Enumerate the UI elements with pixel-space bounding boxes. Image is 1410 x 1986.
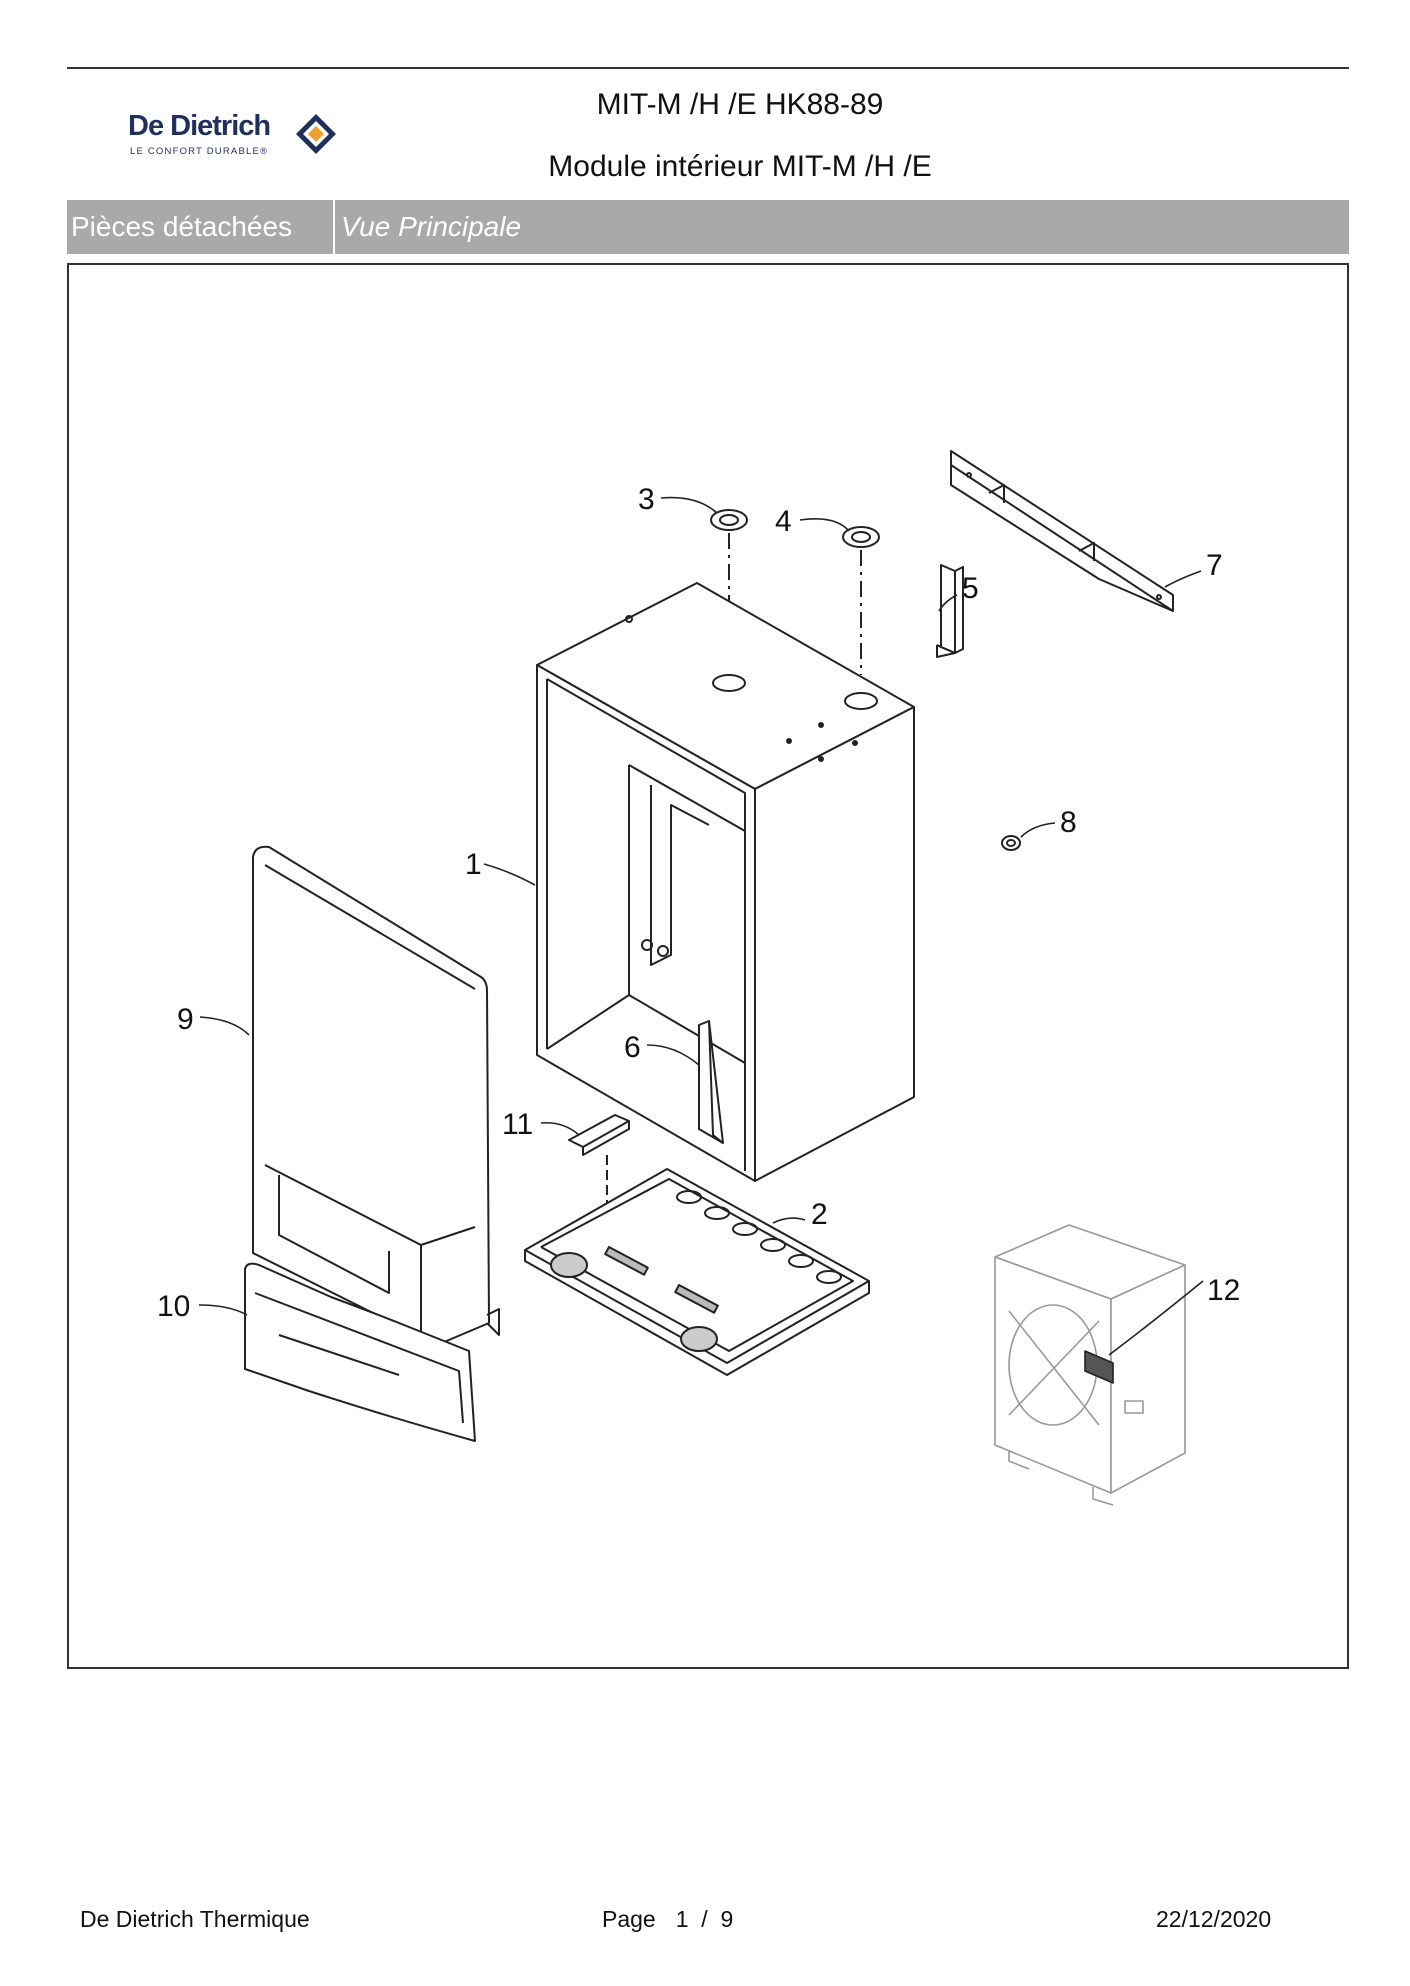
callout-2: 2 xyxy=(811,1198,828,1231)
callout-7: 7 xyxy=(1206,549,1223,582)
part-12-outdoor-unit xyxy=(994,1224,1186,1506)
callout-8: 8 xyxy=(1060,806,1077,839)
brand-logo: De Dietrich LE CONFORT DURABLE® xyxy=(128,110,343,166)
callout-1: 1 xyxy=(465,848,482,881)
part-4-grommet xyxy=(842,526,880,675)
section-header-bar: Pièces détachées Vue Principale xyxy=(67,200,1349,254)
part-10-lower-panel xyxy=(244,1262,476,1442)
brand-tagline: LE CONFORT DURABLE® xyxy=(130,146,269,157)
section-category: Pièces détachées xyxy=(67,200,335,254)
document-title: MIT-M /H /E HK88-89 xyxy=(596,88,884,121)
part-9-front-cover xyxy=(252,845,500,1346)
callout-6: 6 xyxy=(624,1031,641,1064)
callout-3: 3 xyxy=(638,483,655,516)
page-label: Page xyxy=(602,1906,656,1932)
document-subtitle: Module intérieur MIT-M /H /E xyxy=(548,150,932,183)
parts-drawing: 1 2 3 4 5 6 7 8 9 10 11 12 xyxy=(157,450,1240,1506)
footer-pagination: Page 1 / 9 xyxy=(602,1906,733,1933)
callout-9: 9 xyxy=(177,1003,194,1036)
callout-5: 5 xyxy=(962,572,979,605)
leader-lines xyxy=(198,496,1204,1356)
part-6-stiffener xyxy=(698,1020,724,1144)
brand-name: De Dietrich xyxy=(128,110,271,142)
footer-company: De Dietrich Thermique xyxy=(80,1906,310,1932)
section-view-name: Vue Principale xyxy=(341,211,522,242)
callout-11: 11 xyxy=(502,1108,533,1141)
part-1-casing xyxy=(536,582,915,1182)
top-rule xyxy=(67,67,1349,69)
diamond-logo-icon xyxy=(296,114,336,154)
callout-4: 4 xyxy=(775,505,792,538)
callout-12: 12 xyxy=(1207,1274,1240,1307)
part-8-plug xyxy=(1001,835,1021,851)
part-5-vertical-bracket xyxy=(936,564,964,658)
callout-10: 10 xyxy=(157,1290,190,1323)
part-2-base-tray xyxy=(524,1168,870,1376)
page-numbers: 1 / 9 xyxy=(675,1906,734,1932)
part-11-clip xyxy=(568,1114,630,1210)
part-7-wall-rail xyxy=(950,450,1174,612)
exploded-view-diagram: 1 2 3 4 5 6 7 8 9 10 11 12 xyxy=(67,263,1349,1669)
footer-date: 22/12/2020 xyxy=(1156,1906,1272,1932)
